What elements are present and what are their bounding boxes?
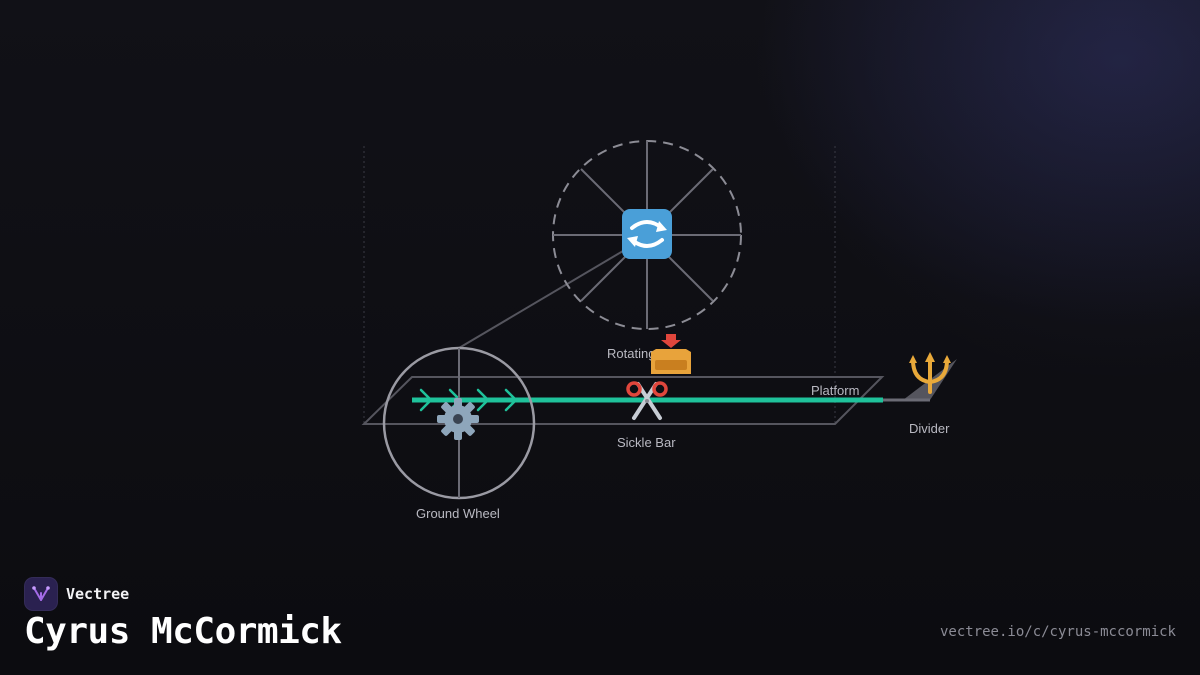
platform-label: Platform xyxy=(811,383,859,398)
page-url: vectree.io/c/cyrus-mccormick xyxy=(939,624,1176,640)
trident-icon xyxy=(909,352,951,394)
brand-name: Vectree xyxy=(66,585,130,603)
drive-linkage xyxy=(458,234,651,349)
gear-icon xyxy=(437,398,479,440)
inbox-tray-icon xyxy=(651,334,691,374)
vectree-logo xyxy=(24,577,58,611)
brand: Vectree xyxy=(24,577,129,611)
page-title: Cyrus McCormick xyxy=(24,611,342,652)
platform-outline xyxy=(361,376,885,425)
reel-label: Rotating xyxy=(607,346,655,361)
reel xyxy=(552,140,742,330)
scissors-icon xyxy=(626,381,668,420)
sickle-label: Sickle Bar xyxy=(617,435,676,450)
divider-label: Divider xyxy=(909,421,950,436)
vectree-logo-icon xyxy=(32,586,50,601)
rotating-arrows-icon xyxy=(622,209,672,259)
wheel-label: Ground Wheel xyxy=(416,506,500,521)
